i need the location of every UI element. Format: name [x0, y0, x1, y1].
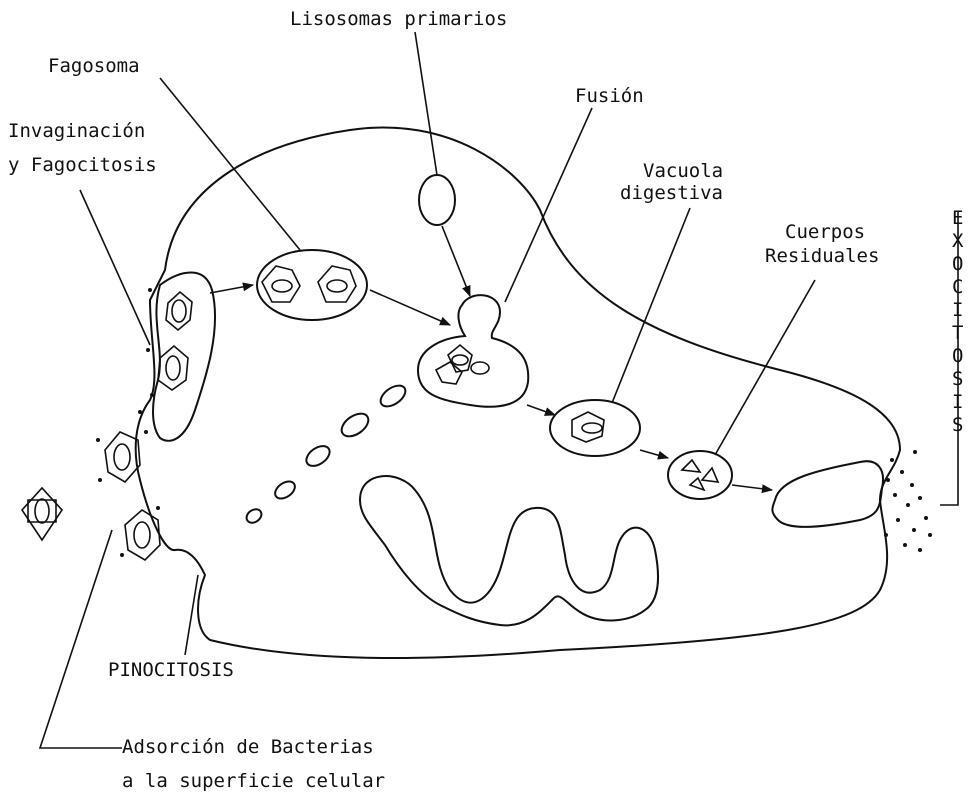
exocitosis-letter: E	[952, 207, 963, 229]
arrow-residual-to-exocytosis	[732, 485, 772, 490]
leader-invaginacion	[80, 190, 150, 345]
arrow-lysosome-to-fusion	[442, 226, 470, 296]
bacterium-surface-1	[105, 432, 140, 482]
leader-cuerpos	[715, 280, 815, 455]
label-pinocitosis: PINOCITOSIS	[108, 659, 234, 681]
exocitosis-letter: I	[952, 299, 963, 321]
exocitosis-letter: I	[952, 391, 963, 413]
exocitosis-letter: S	[952, 414, 963, 436]
free-bacterium	[22, 488, 62, 540]
label-vacuola-1: Vacuola	[643, 160, 723, 182]
pinocytosis-vesicles	[244, 381, 409, 525]
exocytosis-pocket	[772, 461, 883, 527]
exocitosis-letter: C	[952, 276, 963, 298]
digestive-vacuole	[550, 400, 640, 456]
cell-membrane	[136, 127, 900, 658]
label-invaginacion-2: y Fagocitosis	[8, 154, 157, 176]
label-adsorcion-1: Adsorción de Bacterias	[122, 736, 374, 758]
label-exocitosis: E X O C I T O S I S	[952, 207, 964, 436]
label-cuerpos-1: Cuerpos	[785, 221, 865, 243]
label-fagosoma: Fagosoma	[48, 55, 140, 77]
phagosome	[257, 250, 367, 320]
bacterium-in-pocket-2	[158, 346, 188, 390]
leader-lisosomas	[415, 32, 437, 175]
label-lisosomas: Lisosomas primarios	[290, 8, 507, 30]
bacterium-in-pocket-1	[166, 292, 192, 330]
folded-membrane-organelle	[360, 476, 658, 625]
exocitosis-letter: X	[952, 230, 964, 252]
arrow-phagosome-to-fusion	[370, 290, 450, 325]
fusion-body	[418, 295, 528, 407]
leader-adsorcion	[40, 530, 122, 748]
label-cuerpos-2: Residuales	[765, 245, 879, 267]
bacterium-surface-2	[125, 510, 160, 560]
label-adsorcion-2: a la superficie celular	[122, 770, 385, 792]
leader-fagosoma	[160, 78, 300, 250]
residual-body	[668, 451, 732, 499]
label-fusion: Fusión	[575, 85, 644, 107]
exocytosis-dots	[884, 450, 932, 552]
exocitosis-letter: O	[952, 345, 963, 367]
arrow-pocket-to-phagosome	[210, 285, 253, 293]
primary-lysosome	[419, 175, 455, 225]
arrow-fusion-to-vacuole	[527, 405, 555, 415]
label-invaginacion-1: Invaginación	[8, 120, 145, 142]
exocitosis-letter: O	[952, 253, 963, 275]
leader-vacuola	[612, 208, 690, 403]
label-vacuola-2: digestiva	[620, 182, 723, 204]
arrow-vacuole-to-residual	[640, 450, 668, 458]
exocitosis-letter: S	[952, 368, 963, 390]
leader-pinocitosis	[185, 575, 198, 655]
exocitosis-letter: T	[952, 322, 963, 344]
